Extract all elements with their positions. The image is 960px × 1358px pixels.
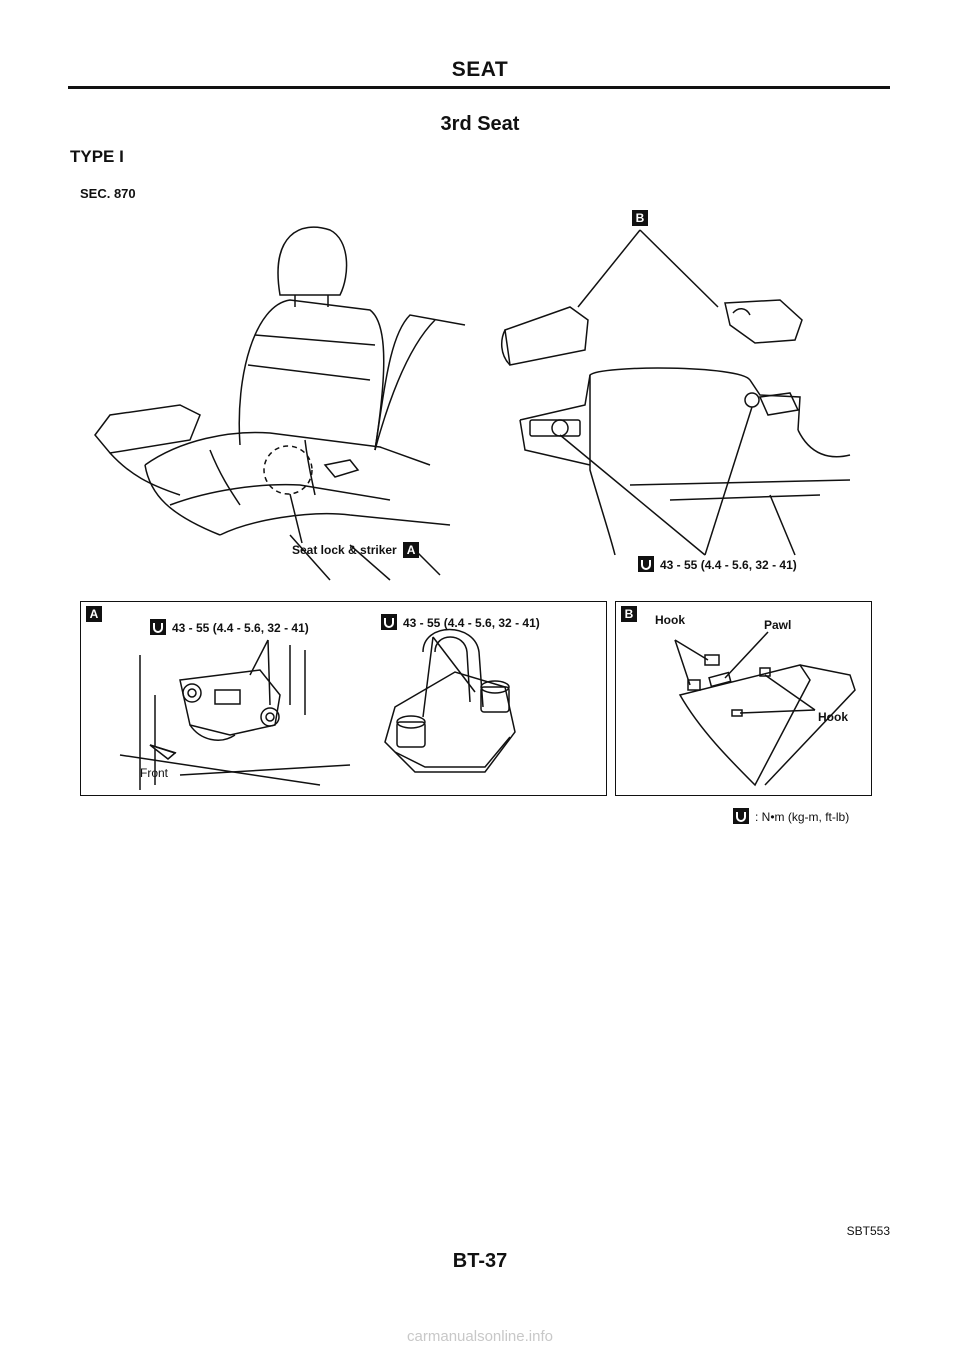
torque-wrench-icon bbox=[733, 808, 749, 824]
pawl-label: Pawl bbox=[764, 618, 792, 632]
seat-lock-label: Seat lock & striker bbox=[292, 543, 397, 557]
cover-underside-detail bbox=[674, 631, 856, 787]
torque-wrench-icon bbox=[150, 619, 166, 635]
header-divider bbox=[68, 86, 890, 89]
units-text: : N•m (kg-m, ft-lb) bbox=[755, 810, 850, 824]
badge-b: B bbox=[621, 606, 637, 622]
page-heading: 3rd Seat bbox=[440, 113, 520, 135]
torque-value: 43 - 55 (4.4 - 5.6, 32 - 41) bbox=[660, 558, 797, 572]
torque-value: 43 - 55 (4.4 - 5.6, 32 - 41) bbox=[403, 616, 540, 630]
torque-callout-top: 43 - 55 (4.4 - 5.6, 32 - 41) bbox=[638, 556, 797, 572]
figure-code: SBT553 bbox=[846, 1224, 890, 1238]
cover-illustration bbox=[500, 229, 851, 556]
detail-panel-a bbox=[80, 601, 607, 796]
badge-b: B bbox=[632, 210, 648, 226]
torque-wrench-icon bbox=[638, 556, 654, 572]
detail-panel-b bbox=[615, 601, 872, 796]
site-watermark[interactable]: carmanualsonline.info bbox=[407, 1328, 553, 1345]
section-title: SEAT bbox=[451, 58, 509, 81]
badge-a: A bbox=[403, 542, 420, 558]
section-number: SEC. 870 bbox=[80, 186, 136, 201]
torque-wrench-icon bbox=[381, 614, 397, 630]
units-legend: : N•m (kg-m, ft-lb) bbox=[733, 808, 849, 824]
badge-a: A bbox=[86, 606, 102, 622]
torque-callout-a2: 43 - 55 (4.4 - 5.6, 32 - 41) bbox=[381, 614, 540, 630]
seat-lock-callout: Seat lock & striker A bbox=[292, 542, 420, 558]
hook-label-top: Hook bbox=[655, 613, 685, 627]
striker-detail bbox=[384, 628, 516, 773]
torque-value: 43 - 55 (4.4 - 5.6, 32 - 41) bbox=[172, 621, 309, 635]
front-label: Front bbox=[140, 766, 169, 780]
seat-illustration bbox=[94, 226, 466, 581]
page-number: BT-37 bbox=[452, 1250, 508, 1272]
torque-callout-a1: 43 - 55 (4.4 - 5.6, 32 - 41) bbox=[150, 619, 309, 635]
type-heading: TYPE I bbox=[70, 147, 124, 166]
seat-lock-detail bbox=[119, 639, 351, 790]
